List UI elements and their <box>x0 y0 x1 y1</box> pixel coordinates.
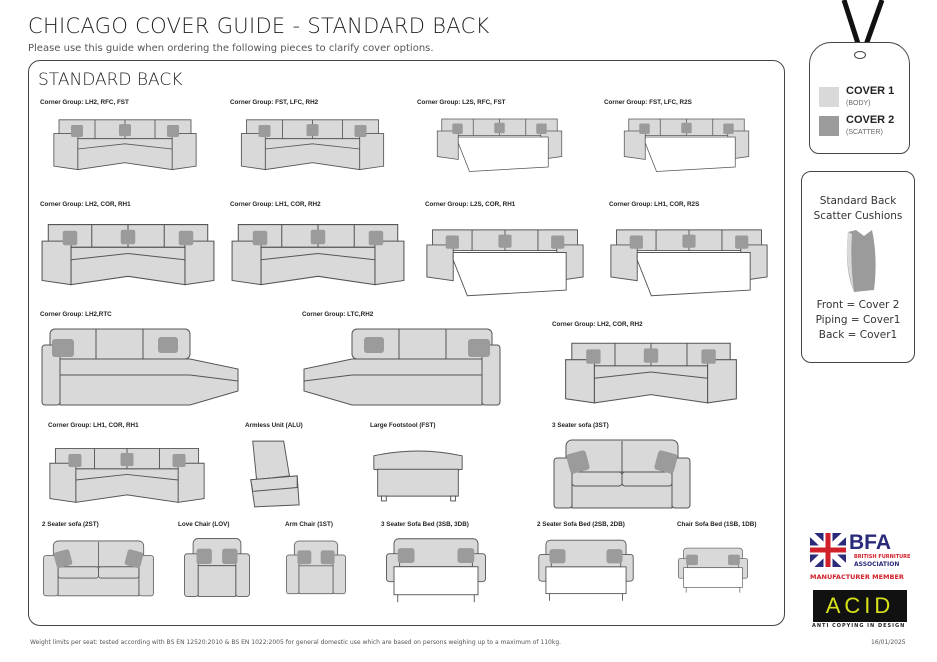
sofa-illustration <box>40 113 210 173</box>
product-label: 3 Seater Sofa Bed (3SB, 3DB) <box>381 521 469 528</box>
product-label: 3 Seater sofa (3ST) <box>552 422 609 429</box>
product-label: Armless Unit (ALU) <box>245 422 303 429</box>
sofa-bed-illustration <box>425 215 585 305</box>
chair-illustration <box>178 535 256 599</box>
sofa-illustration <box>552 436 692 511</box>
product-label: Large Footstool (FST) <box>370 422 436 429</box>
cover2-swatch <box>819 116 839 136</box>
bfa-text: BFA <box>849 531 891 554</box>
armless-unit-illustration <box>245 436 303 511</box>
cover1-sublabel: (BODY) <box>846 100 871 107</box>
product-label: Corner Group: LH2, RFC, FST <box>40 99 129 106</box>
scatter-title-2: Scatter Cushions <box>813 210 903 222</box>
union-flag-icon <box>810 533 846 567</box>
weight-limit-note: Weight limits per seat: tested according… <box>30 639 562 646</box>
product-label: Corner Group: LH1, COR, R2S <box>609 201 700 208</box>
chair-illustration <box>285 535 347 599</box>
cover1-swatch <box>819 87 839 107</box>
sofa-illustration <box>230 215 406 290</box>
scatter-piping: Piping = Cover1 <box>815 314 901 326</box>
cover2-label: COVER 2 <box>846 114 895 126</box>
standard-back-panel <box>28 60 785 626</box>
acid-logo: ACID <box>813 590 907 622</box>
product-label: Corner Group: LH1, COR, RH1 <box>48 422 139 429</box>
chair-bed-illustration <box>677 535 749 605</box>
bfa-sub1: BRITISH FURNITURE <box>854 554 911 560</box>
scatter-cushion-icon <box>846 230 876 292</box>
sofa-illustration <box>552 335 750 407</box>
product-label: Corner Group: FST, LFC, RH2 <box>230 99 319 106</box>
section-title: STANDARD BACK <box>38 70 183 90</box>
sofa-bed-illustration <box>537 535 635 605</box>
sofa-illustration <box>40 325 240 410</box>
product-label: Corner Group: LH2,RTC <box>40 311 112 318</box>
tag-hole <box>854 51 866 59</box>
product-label: Corner Group: LTC,RH2 <box>302 311 374 318</box>
product-label: Love Chair (LOV) <box>178 521 230 528</box>
product-label: 2 Seater sofa (2ST) <box>42 521 99 528</box>
cover1-label: COVER 1 <box>846 85 895 97</box>
page-title: CHICAGO COVER GUIDE - STANDARD BACK <box>28 14 490 38</box>
product-label: 2 Seater Sofa Bed (2SB, 2DB) <box>537 521 625 528</box>
sofa-bed-illustration <box>604 113 769 173</box>
product-label: Corner Group: L2S, COR, RH1 <box>425 201 516 208</box>
scatter-title-1: Standard Back <box>819 195 897 207</box>
sofa-bed-illustration <box>609 215 769 305</box>
sofa-illustration <box>230 113 395 173</box>
product-label: Corner Group: LH2, COR, RH1 <box>40 201 131 208</box>
cover2-sublabel: (SCATTER) <box>846 129 883 136</box>
manufacturer-member: MANUFACTURER MEMBER <box>810 573 904 581</box>
footstool-illustration <box>370 444 466 506</box>
product-label: Chair Sofa Bed (1SB, 1DB) <box>677 521 757 528</box>
document-date: 16/01/2025 <box>871 639 906 646</box>
product-label: Arm Chair (1ST) <box>285 521 333 528</box>
page-subtitle: Please use this guide when ordering the … <box>28 43 434 54</box>
product-label: Corner Group: L2S, RFC, FST <box>417 99 506 106</box>
scatter-back: Back = Cover1 <box>818 329 898 341</box>
bfa-sub2: ASSOCIATION <box>854 561 900 568</box>
sofa-illustration <box>48 436 206 511</box>
sofa-illustration <box>302 325 502 410</box>
product-label: Corner Group: FST, LFC, R2S <box>604 99 692 106</box>
sofa-bed-illustration <box>381 535 491 605</box>
product-label: Corner Group: LH2, COR, RH2 <box>552 321 643 328</box>
sofa-illustration <box>42 535 155 601</box>
sofa-illustration <box>40 215 216 290</box>
scatter-front: Front = Cover 2 <box>816 299 900 311</box>
cover-legend-tag: COVER 1 (BODY) COVER 2 (SCATTER) <box>809 42 910 154</box>
bfa-logo: BFA BRITISH FURNITURE ASSOCIATION MANUFA… <box>810 531 911 585</box>
sofa-bed-illustration <box>417 113 582 173</box>
product-label: Corner Group: LH1, COR, RH2 <box>230 201 321 208</box>
acid-subtitle: ANTI COPYING IN DESIGN <box>812 623 906 629</box>
